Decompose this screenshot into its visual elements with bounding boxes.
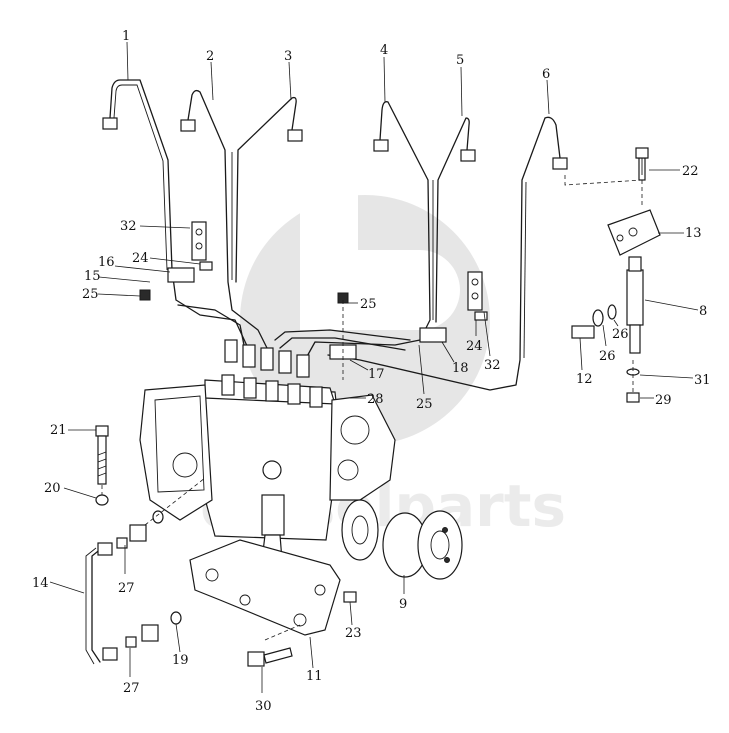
callout-21: 21 — [50, 423, 67, 438]
callout-22: 22 — [682, 164, 699, 179]
callout-32: 32 — [120, 219, 137, 234]
callout-8: 8 — [699, 304, 707, 319]
callout-31: 31 — [694, 373, 711, 388]
callout-25c: 25 — [416, 397, 433, 412]
bolt-30 — [247, 647, 293, 667]
callout-15: 15 — [84, 269, 101, 284]
callout-5: 5 — [456, 53, 464, 68]
bracket-32-left — [191, 221, 207, 261]
callout-26b: 26 — [599, 349, 616, 364]
callout-25b: 25 — [360, 297, 377, 312]
callout-14: 14 — [32, 576, 49, 591]
callout-17: 17 — [368, 367, 385, 382]
delivery-valve-holders — [221, 339, 323, 408]
bolt-21 — [95, 425, 109, 506]
callout-13: 13 — [685, 226, 702, 241]
callout-25: 25 — [82, 287, 99, 302]
assembly-guide-lines — [101, 175, 643, 641]
pipe-clamps — [139, 221, 488, 360]
pipe-nut-4 — [373, 139, 389, 152]
pipe-nut-6 — [552, 157, 568, 170]
callout-24b: 24 — [466, 339, 483, 354]
injection-pump — [139, 339, 463, 580]
pipe-nut-2 — [180, 119, 196, 132]
callout-16: 16 — [98, 255, 115, 270]
callout-11: 11 — [306, 669, 323, 684]
callout-20: 20 — [44, 481, 61, 496]
callout-4: 4 — [380, 43, 388, 58]
callout-27b: 27 — [123, 681, 140, 696]
injector-body — [626, 269, 644, 326]
callout-26: 26 — [612, 327, 629, 342]
clamp-13 — [607, 209, 661, 256]
callout-2: 2 — [206, 49, 214, 64]
injection-pipes — [102, 79, 568, 391]
pipe-nut-3 — [287, 129, 303, 142]
oil-pipe-14 — [85, 510, 182, 665]
callout-9: 9 — [399, 597, 407, 612]
callout-27: 27 — [118, 581, 135, 596]
callout-30: 30 — [255, 699, 272, 714]
callout-19: 19 — [172, 653, 189, 668]
bracket-32-right — [467, 271, 483, 311]
callout-3: 3 — [284, 49, 292, 64]
bolt-22 — [635, 147, 649, 175]
callout-6: 6 — [542, 67, 550, 82]
callout-28: 28 — [367, 392, 384, 407]
injector-assembly — [571, 149, 661, 403]
callout-32b: 32 — [484, 358, 501, 373]
callout-29: 29 — [655, 393, 672, 408]
callouts: 1 2 3 4 5 6 22 13 32 24 16 15 25 25 8 26… — [32, 29, 711, 714]
callout-1: 1 — [122, 29, 130, 44]
callout-23: 23 — [345, 626, 362, 641]
pipe-nut-5 — [460, 149, 476, 162]
callout-24: 24 — [132, 251, 149, 266]
pump-bracket — [189, 539, 357, 636]
callout-12: 12 — [576, 372, 593, 387]
callout-18: 18 — [452, 361, 469, 376]
pipe-nut-1 — [102, 117, 118, 130]
